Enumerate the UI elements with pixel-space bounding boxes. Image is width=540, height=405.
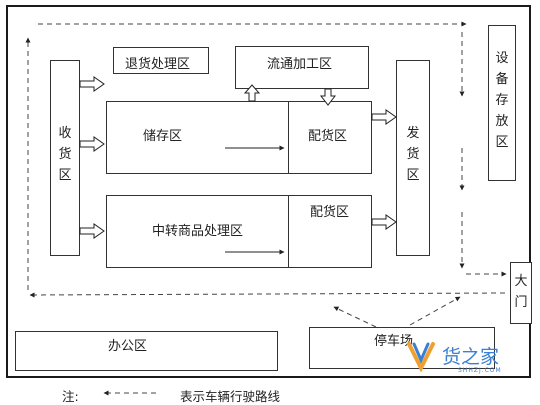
office-zone-label: 办公区 [108, 339, 148, 354]
returns-zone-label: 退货处理区 [125, 57, 191, 72]
flow-arrow-distribution-shipping-lower [371, 214, 397, 230]
storage-zone-label: 储存区 [143, 129, 183, 144]
flow-arrow-storage-processing [243, 84, 261, 102]
route-from-parking [409, 296, 461, 326]
receiving-zone: 收货区 [50, 60, 80, 256]
shipping-zone: 发货区 [396, 60, 430, 256]
main-gate-label: 大门 [514, 274, 528, 310]
equipment-zone: 设备存放区 [488, 25, 516, 181]
processing-zone: 流通加工区 [235, 46, 369, 89]
goods-flow-arrows [79, 76, 397, 239]
flow-arrow-processing-distribution [319, 88, 337, 106]
watermark-brand: 货之家 [442, 346, 500, 368]
parking-zone: 停车场 [309, 327, 495, 369]
returns-zone: 退货处理区 [113, 47, 209, 74]
flow-arrow-receiving-returns [79, 76, 105, 92]
watermark-site: SHHZJ.COM [458, 367, 502, 374]
distribution-zone-lower-label: 配货区 [310, 205, 350, 220]
site-boundary [6, 5, 531, 378]
flow-arrow-receiving-transfer [79, 223, 105, 239]
transfer-zone: 中转商品处理区 [106, 195, 292, 268]
main-gate: 大门 [510, 262, 532, 324]
storage-zone: 储存区 [106, 101, 292, 174]
watermark-logo [407, 342, 435, 373]
legend-route-label: 表示车辆行驶路线 [180, 389, 281, 404]
vehicle-route [25, 21, 507, 328]
flow-arrow-distribution-shipping-upper [371, 109, 397, 125]
receiving-zone-label: 收货区 [58, 126, 72, 183]
legend-note-label: 注: [62, 389, 79, 404]
parking-zone-label: 停车场 [374, 334, 414, 349]
processing-zone-label: 流通加工区 [267, 57, 333, 72]
distribution-zone-upper: 配货区 [288, 101, 372, 174]
flow-arrow-receiving-storage [79, 136, 105, 152]
internal-flow-lines [225, 145, 285, 255]
equipment-zone-label: 设备存放区 [495, 51, 509, 150]
route-from-gate [29, 292, 506, 298]
route-to-parking [333, 306, 377, 328]
distribution-zone-lower: 配货区 [288, 195, 372, 268]
transfer-zone-label: 中转商品处理区 [152, 224, 244, 239]
shipping-zone-label: 发货区 [406, 126, 420, 183]
distribution-zone-upper-label: 配货区 [308, 129, 348, 144]
office-zone: 办公区 [15, 331, 278, 371]
